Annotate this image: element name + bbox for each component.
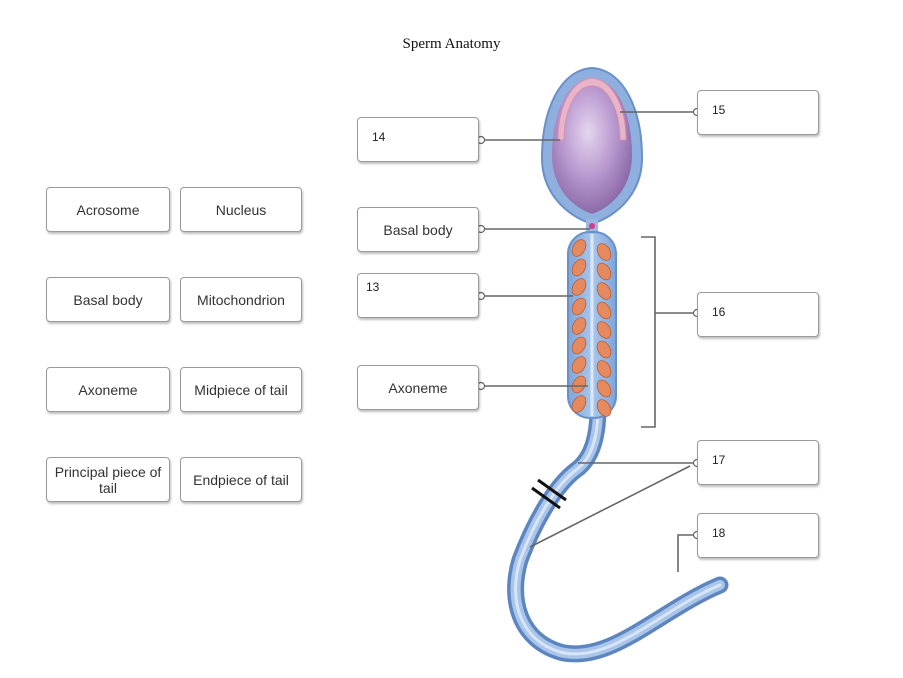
mitochondrion-shape xyxy=(596,340,612,359)
bank-label-nucleus[interactable]: Nucleus xyxy=(180,187,302,232)
drop-target-18[interactable]: 18 xyxy=(697,513,819,558)
drop-target-16[interactable]: 16 xyxy=(697,292,819,337)
mitochondrion-shape xyxy=(596,282,612,300)
drop-target-14[interactable]: 14 xyxy=(357,117,479,162)
mitochondrion-shape xyxy=(596,399,612,417)
bank-label-principal-piece-of-tail[interactable]: Principal piece of tail xyxy=(46,457,170,502)
mitochondrion-shape xyxy=(596,379,612,398)
bank-label-endpiece-of-tail[interactable]: Endpiece of tail xyxy=(180,457,302,502)
mitochondria-group xyxy=(571,239,612,417)
mitochondrion-shape xyxy=(596,360,612,378)
target-number: 14 xyxy=(372,130,386,144)
mitochondrion-shape xyxy=(571,297,587,316)
target-number: 18 xyxy=(712,526,726,540)
target-number: 13 xyxy=(366,280,380,294)
mitochondrion-shape xyxy=(571,258,587,277)
mitochondrion-shape xyxy=(571,395,587,413)
basal-body-shape xyxy=(589,223,595,229)
page-title: Sperm Anatomy xyxy=(402,36,501,52)
bank-label-basal-body[interactable]: Basal body xyxy=(46,277,170,322)
mitochondrion-shape xyxy=(571,239,587,257)
drop-target-15[interactable]: 15 xyxy=(697,90,819,135)
leader-lines xyxy=(481,111,697,572)
mitochondrion-shape xyxy=(571,278,587,296)
drop-target-13[interactable]: 13 xyxy=(357,273,479,318)
mitochondrion-shape xyxy=(571,356,587,374)
acrosome-shape xyxy=(557,77,627,141)
drop-target-17[interactable]: 17 xyxy=(697,440,819,485)
target-number: 15 xyxy=(712,103,726,117)
tail-break-mark xyxy=(531,486,561,510)
nucleus-shape xyxy=(552,78,632,214)
target-number: 16 xyxy=(712,305,726,319)
target-number: 17 xyxy=(712,453,726,467)
bank-label-midpiece-of-tail[interactable]: Midpiece of tail xyxy=(180,367,302,412)
mitochondrion-shape xyxy=(571,375,587,394)
mitochondrion-shape xyxy=(596,262,612,281)
mitochondrion-shape xyxy=(571,317,587,335)
mitochondrion-shape xyxy=(596,301,612,320)
drop-target-axoneme[interactable]: Axoneme xyxy=(357,365,479,410)
bank-label-acrosome[interactable]: Acrosome xyxy=(46,187,170,232)
bank-label-axoneme[interactable]: Axoneme xyxy=(46,367,170,412)
bank-label-mitochondrion[interactable]: Mitochondrion xyxy=(180,277,302,322)
mitochondrion-shape xyxy=(596,321,612,339)
tail xyxy=(507,399,729,663)
mitochondrion-shape xyxy=(571,336,587,355)
mitochondrion-shape xyxy=(596,243,612,261)
drop-target-basal-body[interactable]: Basal body xyxy=(357,207,479,252)
